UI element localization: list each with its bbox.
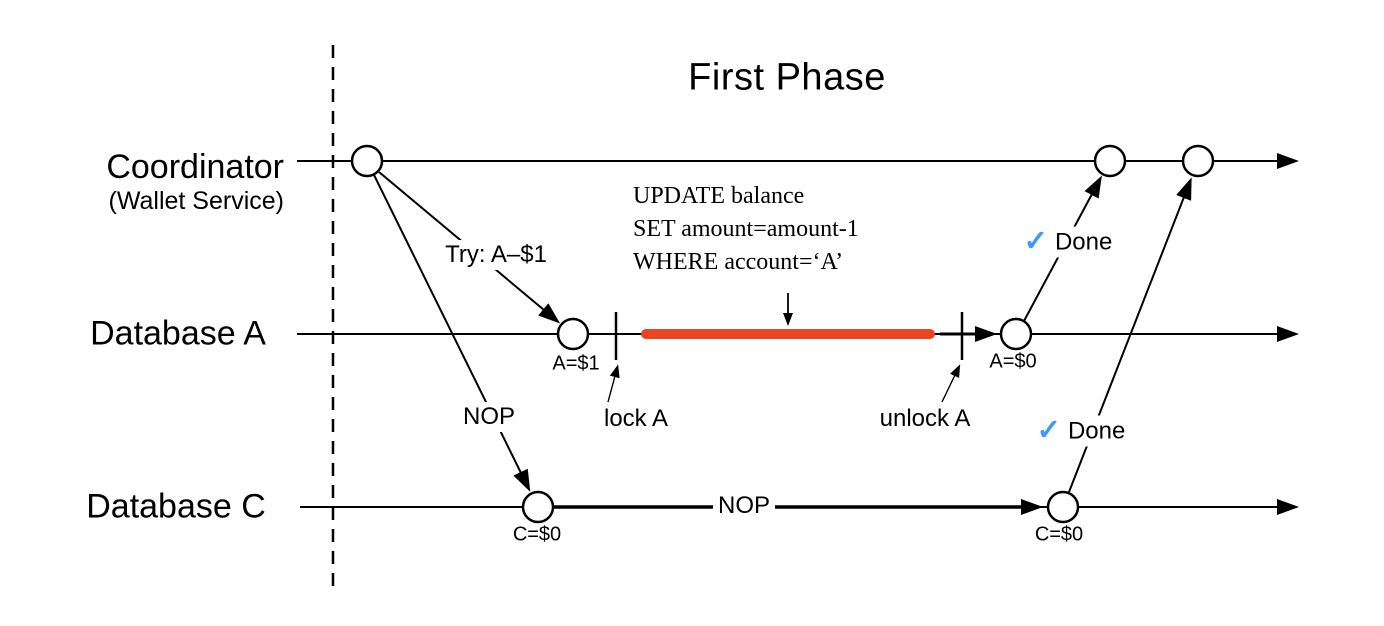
unlock-pointer-arrow bbox=[941, 364, 961, 403]
done-a-arrow bbox=[1023, 175, 1102, 322]
a-done-value: A=$0 bbox=[989, 350, 1037, 373]
done-a-text: Done bbox=[1054, 228, 1113, 255]
done-c-label: ✓ Done bbox=[1031, 414, 1131, 447]
nop-diagonal-label: NOP bbox=[457, 402, 521, 432]
sql-statement: UPDATE balance SET amount=amount-1 WHERE… bbox=[633, 180, 859, 279]
database-a-lane-label: Database A bbox=[90, 314, 266, 353]
database-a-done-event bbox=[999, 317, 1033, 351]
done-c-check-icon: ✓ bbox=[1036, 414, 1061, 447]
lock-pointer-arrow bbox=[607, 364, 620, 403]
database-c-lane-label: Database C bbox=[86, 487, 266, 526]
sql-line-3: WHERE account=‘A’ bbox=[633, 249, 844, 275]
database-c-done-event bbox=[1046, 490, 1080, 524]
coordinator-lane-label-sub: (Wallet Service) bbox=[108, 187, 285, 215]
lock-a-label: lock A bbox=[603, 405, 669, 432]
sql-line-1: UPDATE balance bbox=[633, 183, 805, 209]
coordinator-ack-a-event bbox=[1093, 144, 1127, 178]
unlock-a-label: unlock A bbox=[879, 405, 971, 432]
done-a-label: ✓ Done bbox=[1018, 225, 1118, 258]
coordinator-lane-label: Coordinator (Wallet Service) bbox=[106, 148, 284, 216]
coordinator-start-event bbox=[350, 144, 384, 178]
try-message-label: Try: A–$1 bbox=[440, 240, 552, 270]
diagram-title: First Phase bbox=[688, 56, 886, 99]
a-try-value: A=$1 bbox=[552, 352, 600, 375]
coordinator-ack-c-event bbox=[1181, 144, 1215, 178]
done-c-text: Done bbox=[1067, 417, 1126, 444]
database-c-nop-event bbox=[521, 490, 555, 524]
nop-inline-label: NOP bbox=[712, 491, 776, 521]
c-second-value: C=$0 bbox=[1034, 523, 1084, 546]
sql-line-2: SET amount=amount-1 bbox=[633, 216, 859, 242]
c-first-value: C=$0 bbox=[512, 523, 562, 546]
coordinator-lane-label-main: Coordinator bbox=[106, 148, 284, 186]
database-a-try-event bbox=[556, 317, 590, 351]
done-a-check-icon: ✓ bbox=[1023, 225, 1048, 258]
